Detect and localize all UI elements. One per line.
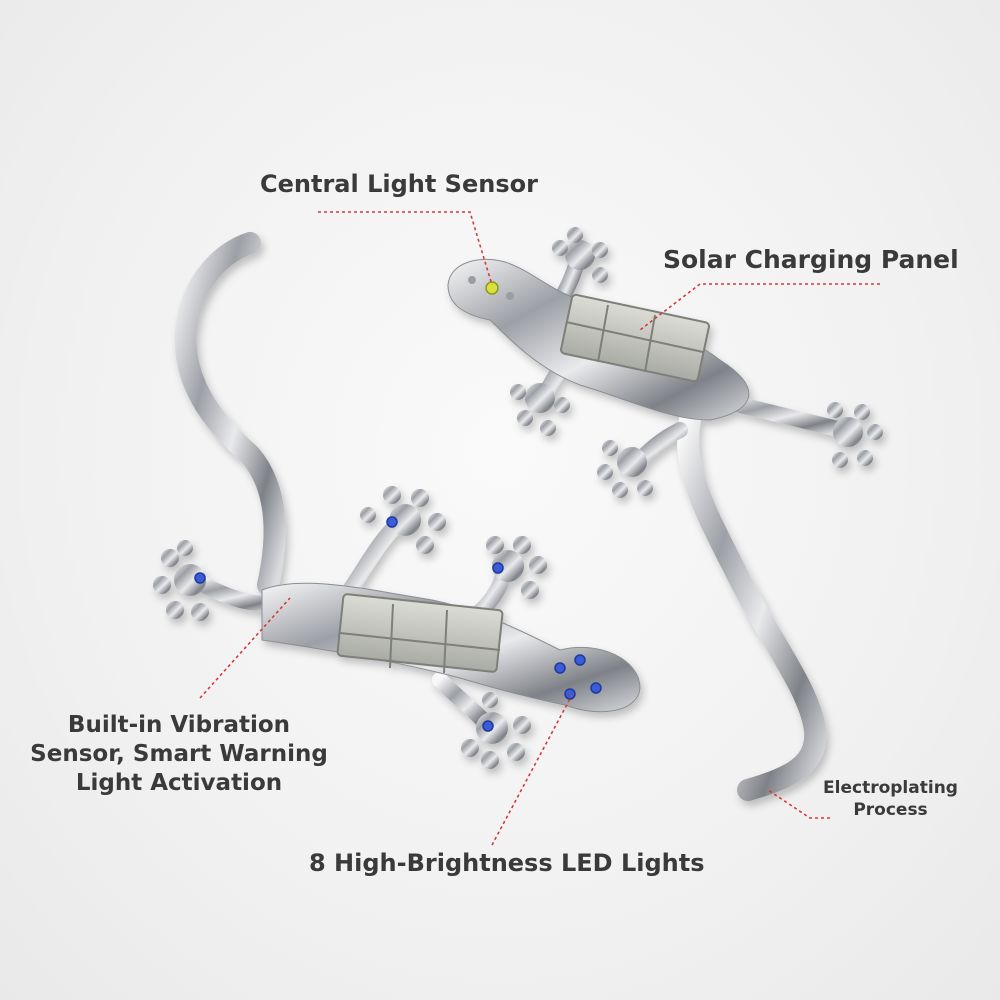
right-gecko-eye — [506, 292, 514, 300]
right-gecko-emblem — [447, 227, 883, 801]
left-gecko-leg — [342, 514, 408, 598]
right-gecko-leg — [632, 422, 688, 468]
right-gecko-foot — [552, 227, 608, 283]
leader-led-lights — [491, 694, 573, 846]
callout-leader-lines — [199, 211, 880, 846]
right-gecko-tail — [677, 409, 827, 801]
label-central-light-sensor: Central Light Sensor — [260, 170, 538, 198]
right-gecko-foot — [597, 440, 653, 498]
label-vibration-sensor: Built-in Vibration Sensor, Smart Warning… — [20, 711, 338, 798]
label-led-lights: 8 High-Brightness LED Lights — [309, 849, 705, 877]
left-gecko-tail — [174, 232, 286, 596]
left-gecko-foot — [153, 540, 209, 621]
label-vibration-sensor-line: Sensor, Smart Warning — [30, 741, 328, 767]
right-gecko-solar-panel — [560, 293, 710, 383]
left-gecko-foot — [486, 536, 547, 599]
right-gecko-foot — [510, 383, 570, 436]
label-electroplating-line: Electroplating — [823, 778, 958, 798]
label-electroplating-line: Process — [853, 800, 928, 820]
left-gecko-solar-panel — [336, 593, 504, 674]
right-gecko-foot — [827, 402, 883, 468]
label-electroplating: Electroplating Process — [808, 777, 973, 821]
left-gecko-emblem — [153, 232, 641, 769]
light-sensor-dot — [485, 281, 499, 295]
leader-electroplating — [767, 789, 830, 819]
right-gecko-eye — [468, 276, 476, 284]
left-gecko-led-lights — [194, 516, 602, 732]
label-vibration-sensor-line: Light Activation — [75, 770, 283, 796]
left-gecko-foot — [360, 486, 446, 554]
leader-central-light-sensor — [318, 211, 493, 286]
label-solar-charging-panel: Solar Charging Panel — [663, 245, 959, 274]
leader-solar-charging-panel — [639, 283, 880, 331]
label-vibration-sensor-line: Built-in Vibration — [67, 712, 291, 738]
leader-vibration-sensor — [199, 597, 291, 699]
